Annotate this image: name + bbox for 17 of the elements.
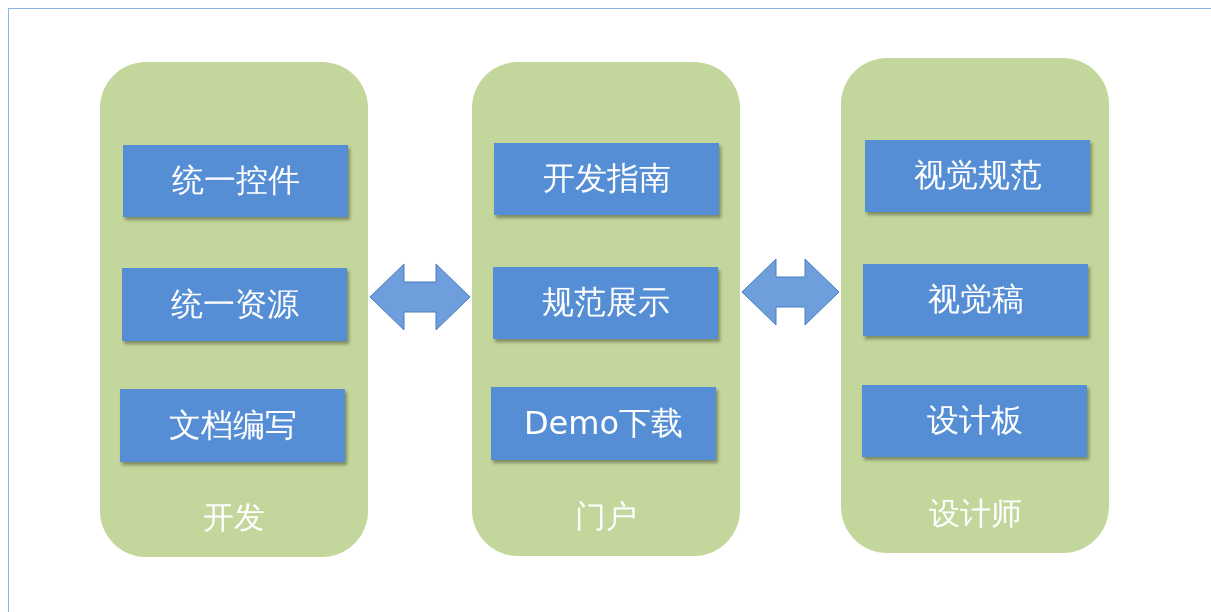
item-box: 视觉稿 <box>863 264 1088 336</box>
item-box: 设计板 <box>862 385 1087 457</box>
item-box: 统一资源 <box>122 268 347 341</box>
group-heading: 开发 <box>202 498 266 537</box>
item-box: 开发指南 <box>494 143 719 215</box>
double-arrow <box>369 263 471 331</box>
group-panel <box>841 58 1109 553</box>
group-heading: 门户 <box>574 497 638 536</box>
item-box: Demo下载 <box>491 387 716 460</box>
group-panel <box>472 62 740 556</box>
group-heading: 设计师 <box>927 494 1023 533</box>
item-box: 文档编写 <box>120 389 345 462</box>
item-box: 视觉规范 <box>865 140 1090 212</box>
group-panel <box>100 62 368 557</box>
item-box: 统一控件 <box>123 145 348 217</box>
double-arrow <box>741 258 840 326</box>
item-box: 规范展示 <box>493 267 718 339</box>
